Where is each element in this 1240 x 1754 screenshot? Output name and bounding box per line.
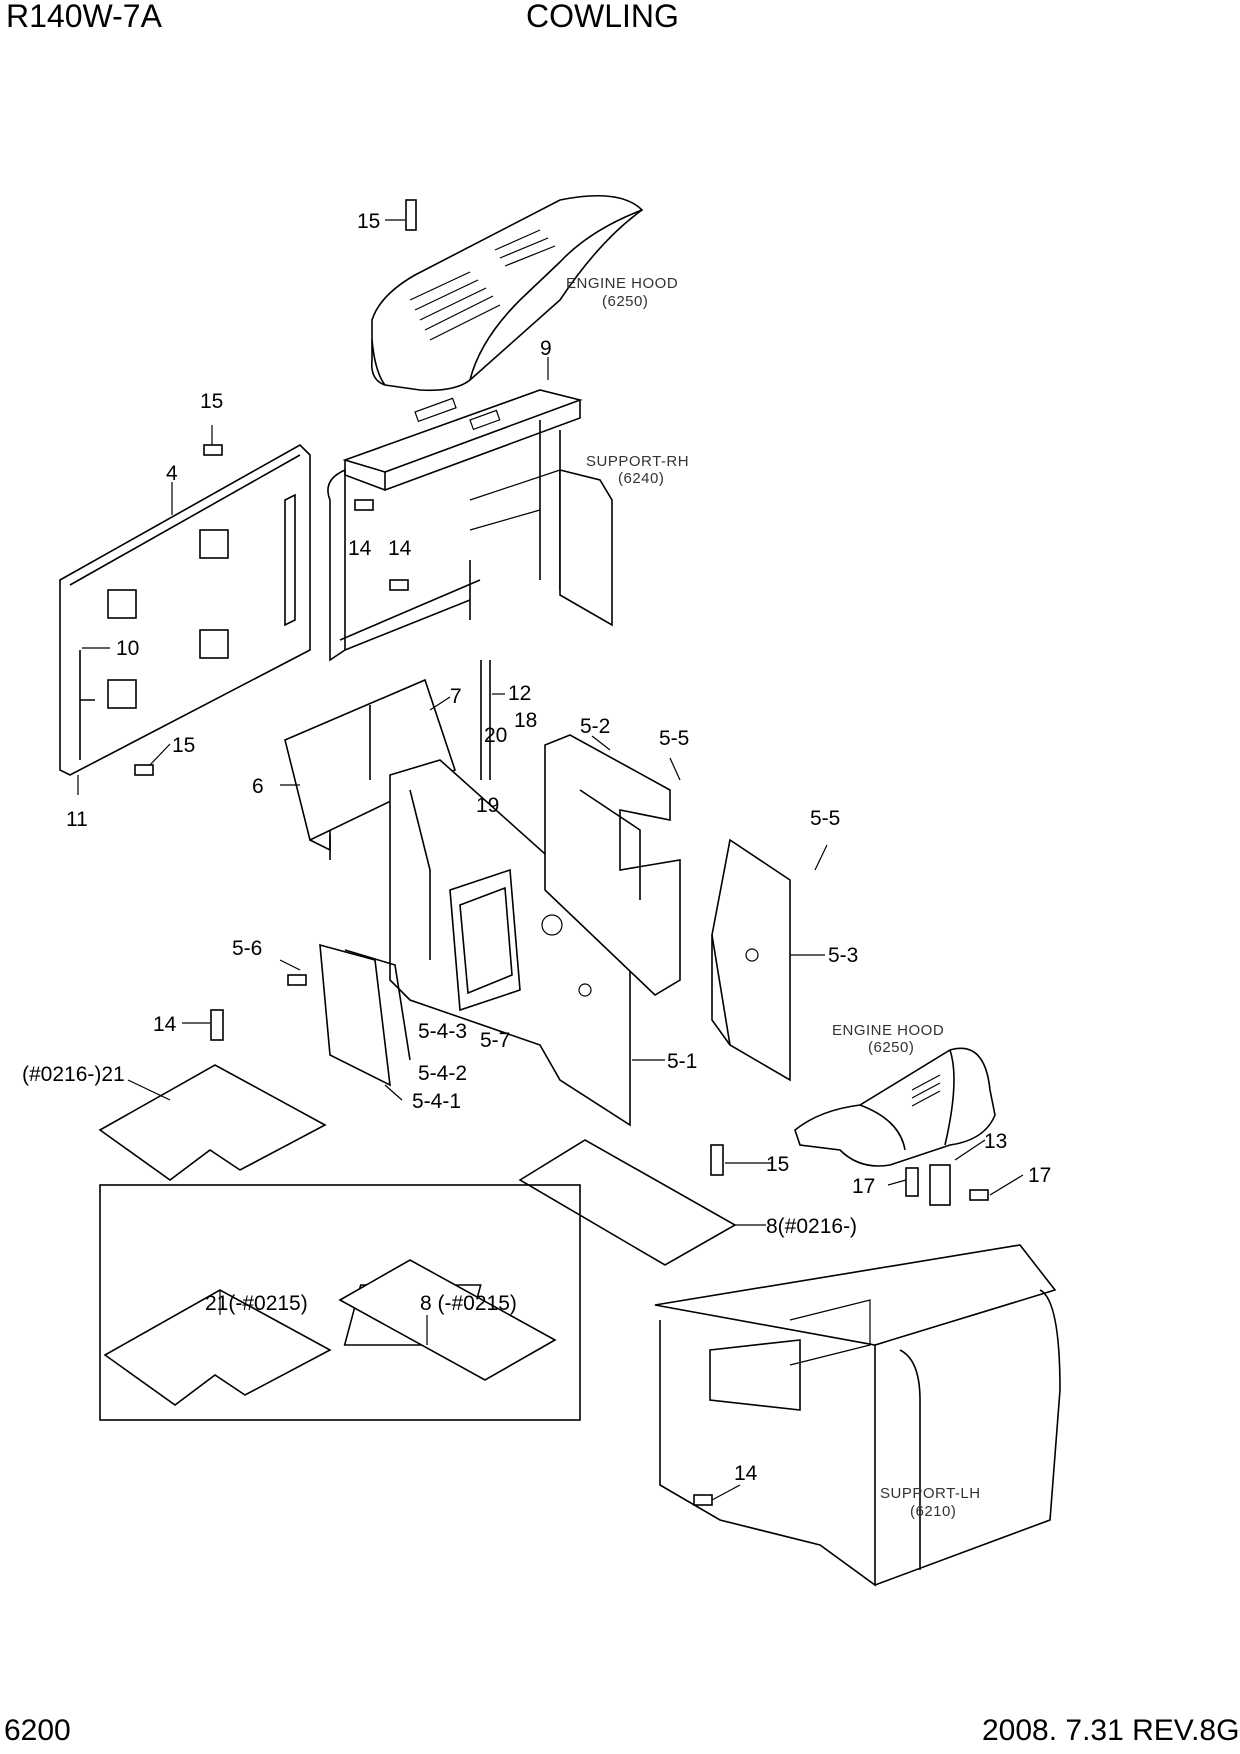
callout-19: 19 — [476, 794, 499, 817]
callout-5-2: 5-2 — [580, 715, 610, 738]
support-lh-code: (6210) — [910, 1503, 956, 1520]
callout-8-new: 8(#0216-) — [766, 1215, 857, 1238]
callout-5-3: 5-3 — [828, 944, 858, 967]
support-rh-name: SUPPORT-RH — [586, 453, 689, 470]
callout-15: 15 — [172, 734, 195, 757]
callout-8-old: 8 (-#0215) — [420, 1292, 517, 1315]
callout-5-4-3: 5-4-3 — [418, 1020, 467, 1043]
engine-hood-top-name: ENGINE HOOD — [566, 275, 678, 292]
callout-5-5: 5-5 — [810, 807, 840, 830]
callout-9: 9 — [540, 337, 552, 360]
support-rh-frame — [327, 389, 613, 662]
callout-14: 14 — [348, 537, 372, 560]
callout-4: 4 — [166, 462, 178, 485]
panel-5-2 — [544, 734, 681, 996]
callout-14: 14 — [388, 537, 412, 560]
inset-box-old-plates — [99, 1184, 581, 1421]
leader-lines — [77, 219, 1024, 1501]
callout-14: 14 — [734, 1462, 758, 1485]
engine-hood-bottom-code: (6250) — [868, 1039, 914, 1056]
callout-10: 10 — [116, 637, 139, 660]
callout-21-new: (#0216-)21 — [22, 1063, 125, 1086]
callout-18: 18 — [514, 709, 537, 732]
page-title: COWLING — [526, 0, 679, 34]
callout-20: 20 — [484, 724, 507, 747]
engine-hood-bottom — [794, 1047, 996, 1206]
model-number: R140W-7A — [6, 0, 162, 34]
side-panel-4 — [59, 444, 311, 776]
callouts: 15 9 15 4 14 14 10 15 11 7 12 18 20 19 6… — [22, 210, 1051, 1485]
callout-5-1: 5-1 — [667, 1050, 697, 1073]
callout-6: 6 — [252, 775, 264, 798]
seal-frame-5-7 — [449, 868, 521, 1012]
engine-hood-top — [370, 195, 644, 392]
callout-13: 13 — [984, 1130, 1007, 1153]
callout-7: 7 — [450, 685, 462, 708]
engine-hood-top-code: (6250) — [602, 293, 648, 310]
callout-15: 15 — [200, 390, 223, 413]
callout-15: 15 — [357, 210, 380, 233]
panel-5-3 — [711, 838, 791, 1082]
bolts — [134, 199, 989, 1506]
date-revision: 2008. 7.31 REV.8G — [982, 1714, 1240, 1747]
callout-11: 11 — [66, 808, 88, 831]
engine-hood-bottom-name: ENGINE HOOD — [832, 1022, 944, 1039]
callout-14: 14 — [153, 1013, 177, 1036]
callout-5-7: 5-7 — [480, 1029, 510, 1052]
support-rh-code: (6240) — [618, 470, 664, 487]
step-plate-21-new — [98, 1064, 327, 1181]
callout-5-4-1: 5-4-1 — [412, 1090, 461, 1113]
step-plate-8-new — [518, 1139, 737, 1266]
page-number: 6200 — [4, 1714, 71, 1747]
panel-5-4 — [319, 943, 411, 1087]
callout-17: 17 — [1028, 1164, 1051, 1187]
callout-21-old: 21(-#0215) — [205, 1292, 308, 1315]
callout-5-4-2: 5-4-2 — [418, 1062, 467, 1085]
callout-12: 12 — [508, 682, 531, 705]
callout-5-6: 5-6 — [232, 937, 262, 960]
callout-17: 17 — [852, 1175, 875, 1198]
callout-5-5: 5-5 — [659, 727, 689, 750]
support-lh-name: SUPPORT-LH — [880, 1485, 981, 1502]
plate-6-7 — [284, 678, 456, 860]
callout-15: 15 — [766, 1153, 789, 1176]
step-plate-8-old — [338, 1259, 557, 1381]
